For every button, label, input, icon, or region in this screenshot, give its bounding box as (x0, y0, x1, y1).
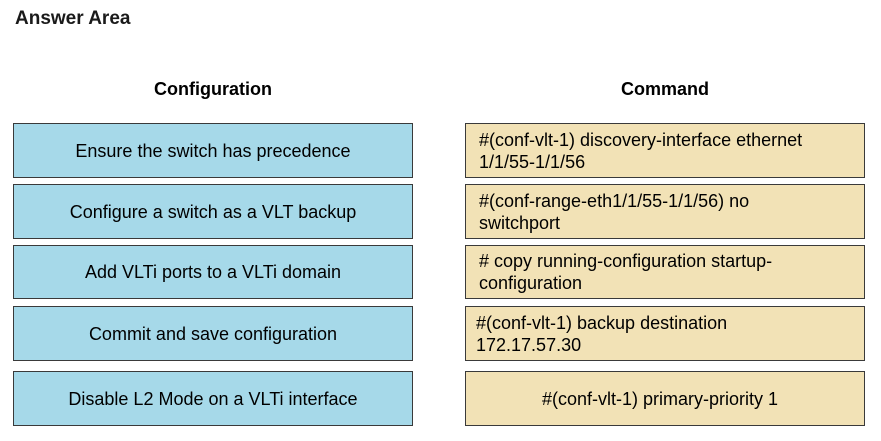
command-item-text: #(conf-vlt-1) primary-priority 1 (542, 388, 778, 410)
configuration-item-commit-save[interactable]: Commit and save configuration (13, 306, 413, 361)
command-item-text: #(conf-range-eth1/1/55-1/1/56) no switch… (479, 190, 749, 234)
command-line: #(conf-vlt-1) primary-priority 1 (541, 388, 779, 409)
configuration-header: Configuration (154, 79, 272, 99)
configuration-item-label: Commit and save configuration (88, 323, 338, 344)
configuration-item-label: Add VLTi ports to a VLTi domain (84, 262, 342, 282)
command-line: switchport (479, 212, 561, 233)
command-line: #(conf-vlt-1) backup destination (476, 312, 728, 333)
command-item-text: # copy running-configuration startup- co… (479, 250, 772, 294)
command-item-discovery-interface[interactable]: #(conf-vlt-1) discovery-interface ethern… (465, 123, 865, 178)
command-item-text: #(conf-vlt-1) discovery-interface ethern… (479, 129, 802, 173)
command-line: 1/1/55-1/1/56 (479, 151, 586, 172)
configuration-item-label: Configure a switch as a VLT backup (69, 201, 357, 222)
command-line: # copy running-configuration startup- (479, 251, 773, 271)
configuration-item-label: Disable L2 Mode on a VLTi interface (68, 388, 358, 409)
answer-area-title: Answer Area (15, 8, 131, 29)
command-item-text: #(conf-vlt-1) backup destination 172.17.… (476, 312, 727, 356)
command-line: #(conf-vlt-1) discovery-interface ethern… (479, 129, 803, 150)
command-item-no-switchport[interactable]: #(conf-range-eth1/1/55-1/1/56) no switch… (465, 184, 865, 239)
configuration-item-disable-l2[interactable]: Disable L2 Mode on a VLTi interface (13, 371, 413, 426)
command-item-copy-config[interactable]: # copy running-configuration startup- co… (465, 245, 865, 299)
configuration-item-vlt-backup[interactable]: Configure a switch as a VLT backup (13, 184, 413, 239)
configuration-item-vlti-ports[interactable]: Add VLTi ports to a VLTi domain (13, 245, 413, 299)
command-item-primary-priority[interactable]: #(conf-vlt-1) primary-priority 1 (465, 371, 865, 426)
configuration-item-precedence[interactable]: Ensure the switch has precedence (13, 123, 413, 178)
command-header: Command (620, 79, 709, 99)
command-line: configuration (479, 273, 583, 293)
command-line: #(conf-range-eth1/1/55-1/1/56) no (479, 190, 750, 211)
configuration-item-label: Ensure the switch has precedence (75, 140, 351, 161)
command-line: 172.17.57.30 (476, 334, 582, 355)
command-item-backup-destination[interactable]: #(conf-vlt-1) backup destination 172.17.… (465, 306, 865, 361)
